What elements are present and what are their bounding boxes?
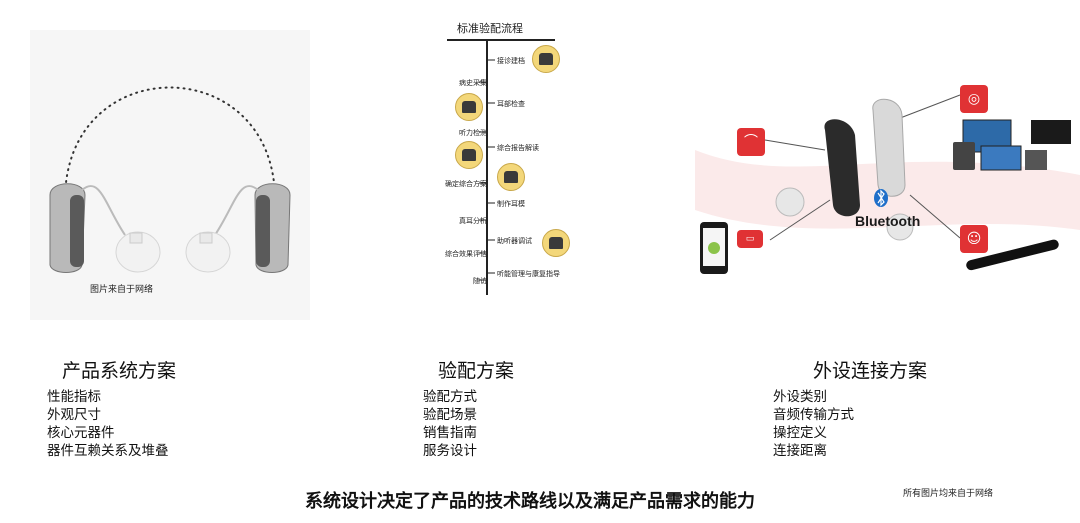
hearing-aid-illustration xyxy=(49,86,291,273)
flow-step-evaluation: 综合效果评估 xyxy=(445,250,487,258)
bluetooth-label: Bluetooth xyxy=(855,213,921,229)
flow-step-report: 综合报告解读 xyxy=(497,144,539,152)
ear-icon: ⌒ xyxy=(737,128,765,156)
image-source-note: 所有图片均来自于网络 xyxy=(903,489,994,499)
photo-thumbnail xyxy=(497,163,525,191)
flow-step-tuning: 助听器调试 xyxy=(497,237,532,245)
flowchart-title: 标准验配流程 xyxy=(457,22,523,35)
fitting-process-flowchart: 标准验配流程 接诊建档 病史采集 耳部检查 听力检测 综合报告解读 确定综合方案… xyxy=(425,15,575,300)
list-item: 性能指标 xyxy=(47,389,101,405)
flow-step-rehab: 听能管理与康复指导 xyxy=(497,270,560,278)
hearing-aid-pair-image: 图片来自于网络 xyxy=(30,30,310,320)
flow-step-hearing-test: 听力检测 xyxy=(459,129,487,137)
section-title-peripheral: 外设连接方案 xyxy=(813,360,928,382)
flow-step-earmold: 制作耳模 xyxy=(497,200,525,208)
list-item: 外观尺寸 xyxy=(47,407,101,423)
image-credit: 图片来自于网络 xyxy=(90,285,154,295)
flow-step-ear-exam: 耳部检查 xyxy=(497,100,525,108)
flow-step-plan: 确定综合方案 xyxy=(445,180,487,188)
photo-thumbnail xyxy=(532,45,560,73)
list-item: 操控定义 xyxy=(773,425,827,441)
user-icon: ☺ xyxy=(960,225,988,253)
section-title-fitting: 验配方案 xyxy=(438,360,515,382)
list-item: 验配场景 xyxy=(423,407,477,423)
peripheral-connection-image: ⌒ ▭ ◎ ☺ Bluetooth xyxy=(695,80,1080,290)
flow-step-intake: 接诊建档 xyxy=(497,57,525,65)
list-item: 服务设计 xyxy=(423,443,477,459)
flow-step-rem: 真耳分析 xyxy=(459,217,487,225)
flow-timeline xyxy=(447,39,555,295)
list-item: 验配方式 xyxy=(423,389,477,405)
flow-step-history: 病史采集 xyxy=(459,79,487,87)
audio-stream-icon: ▭ xyxy=(737,230,763,248)
flow-step-followup: 随访 xyxy=(473,277,487,285)
bottom-caption: 系统设计决定了产品的技术路线以及满足产品需求的能力 xyxy=(305,491,755,512)
section-list-product-system: 性能指标 外观尺寸 核心元器件 器件互赖关系及堆叠 xyxy=(47,388,169,460)
list-item: 外设类别 xyxy=(773,389,827,405)
photo-thumbnail xyxy=(542,229,570,257)
list-item: 连接距离 xyxy=(773,443,827,459)
list-item: 音频传输方式 xyxy=(773,407,854,423)
list-item: 销售指南 xyxy=(423,425,477,441)
section-title-product-system: 产品系统方案 xyxy=(62,360,177,382)
list-item: 器件互赖关系及堆叠 xyxy=(47,443,169,459)
photo-thumbnail xyxy=(455,93,483,121)
list-item: 核心元器件 xyxy=(47,425,115,441)
peripheral-illustration xyxy=(695,94,1080,274)
photo-thumbnail xyxy=(455,141,483,169)
camera-shutter-icon: ◎ xyxy=(960,85,988,113)
section-list-fitting: 验配方式 验配场景 销售指南 服务设计 xyxy=(423,388,477,460)
section-list-peripheral: 外设类别 音频传输方式 操控定义 连接距离 xyxy=(773,388,854,460)
